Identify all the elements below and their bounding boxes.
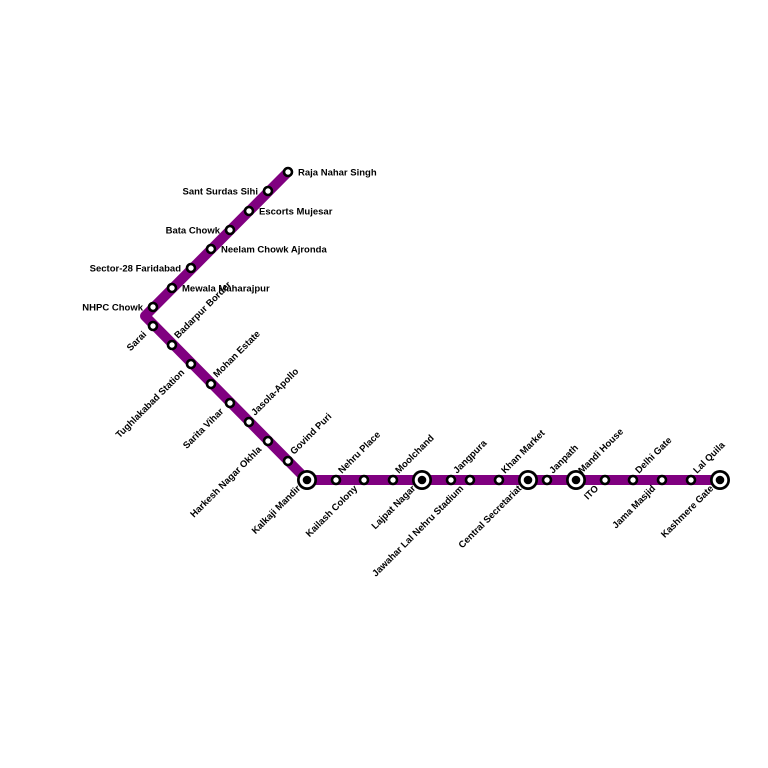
station-label-tughlakabad-station: Tughlakabad Station (114, 367, 187, 440)
station-marker-sarai (147, 320, 159, 332)
station-marker-nehru-place (330, 474, 342, 486)
station-label-sector-28-faridabad: Sector-28 Faridabad (90, 264, 182, 275)
station-marker-kailash-colony (358, 474, 370, 486)
station-label-jawahar-lal-nehru-stadium: Jawahar Lal Nehru Stadium (370, 483, 466, 579)
interchange-core-central-secretariat (523, 475, 533, 485)
station-label-jangpura: Jangpura (451, 438, 490, 477)
station-marker-khan-market (493, 474, 505, 486)
station-marker-escorts-mujesar (243, 205, 255, 217)
station-marker-govind-puri (282, 455, 294, 467)
station-marker-ito (599, 474, 611, 486)
station-marker-jama-masjid (656, 474, 668, 486)
station-label-central-secretariat: Central Secretariat (457, 483, 525, 551)
station-marker-harkesh-nagar-okhla (262, 435, 274, 447)
station-label-nehru-place: Nehru Place (336, 430, 383, 477)
interchange-core-kashmere-gate (715, 475, 725, 485)
station-label-escorts-mujesar: Escorts Mujesar (259, 207, 333, 218)
station-label-raja-nahar-singh: Raja Nahar Singh (298, 168, 377, 179)
station-label-sant-surdas-sihi: Sant Surdas Sihi (183, 187, 259, 198)
station-marker-delhi-gate (627, 474, 639, 486)
station-marker-tughlakabad-station (185, 358, 197, 370)
station-marker-lal-quila (685, 474, 697, 486)
station-marker-badarpur-border (166, 339, 178, 351)
station-label-ito: ITO (582, 483, 601, 502)
station-marker-janpath (541, 474, 553, 486)
station-label-moolchand: Moolchand (393, 433, 436, 476)
station-label-khan-market: Khan Market (499, 427, 548, 476)
station-label-jama-masjid: Jama Masjid (610, 483, 658, 531)
station-marker-jawahar-lal-nehru-stadium (464, 474, 476, 486)
station-label-delhi-gate: Delhi Gate (633, 435, 674, 476)
interchange-core-mandi-house (571, 475, 581, 485)
station-marker-moolchand (387, 474, 399, 486)
station-marker-jangpura (445, 474, 457, 486)
station-label-bata-chowk: Bata Chowk (166, 226, 221, 237)
interchange-core-lajpat-nagar (417, 475, 427, 485)
station-marker-sant-surdas-sihi (262, 185, 274, 197)
station-label-nhpc-chowk: NHPC Chowk (82, 303, 143, 314)
station-marker-nhpc-chowk (147, 301, 159, 313)
station-label-lajpat-nagar: Lajpat Nagar (370, 483, 419, 532)
station-label-mandi-house: Mandi House (576, 427, 626, 477)
station-label-sarita-vihar: Sarita Vihar (181, 406, 226, 451)
interchange-core-kalkaji-mandir (302, 475, 312, 485)
station-label-mewala-maharajpur: Mewala Maharajpur (182, 284, 270, 295)
station-label-mohan-estate: Mohan Estate (211, 329, 262, 380)
station-label-neelam-chowk-ajronda: Neelam Chowk Ajronda (221, 245, 327, 256)
station-label-kalkaji-mandir: Kalkaji Mandir (250, 483, 304, 537)
station-label-sarai: Sarai (125, 329, 149, 353)
station-marker-mewala-maharajpur (166, 282, 178, 294)
station-label-kailash-colony: Kailash Colony (304, 483, 361, 540)
station-marker-sector-28-faridabad (185, 262, 197, 274)
station-marker-bata-chowk (224, 224, 236, 236)
station-label-govind-puri: Govind Puri (288, 411, 334, 457)
station-label-kashmere-gate: Kashmere Gate (659, 483, 716, 540)
violet-line-route (140, 167, 725, 485)
station-marker-mohan-estate (205, 378, 217, 390)
station-marker-sarita-vihar (224, 397, 236, 409)
station-label-jasola-apollo: Jasola-Apollo (249, 366, 301, 418)
station-marker-neelam-chowk-ajronda (205, 243, 217, 255)
station-label-harkesh-nagar-okhla: Harkesh Nagar Okhla (188, 444, 264, 520)
station-marker-jasola-apollo (243, 416, 255, 428)
station-marker-raja-nahar-singh (282, 166, 294, 178)
